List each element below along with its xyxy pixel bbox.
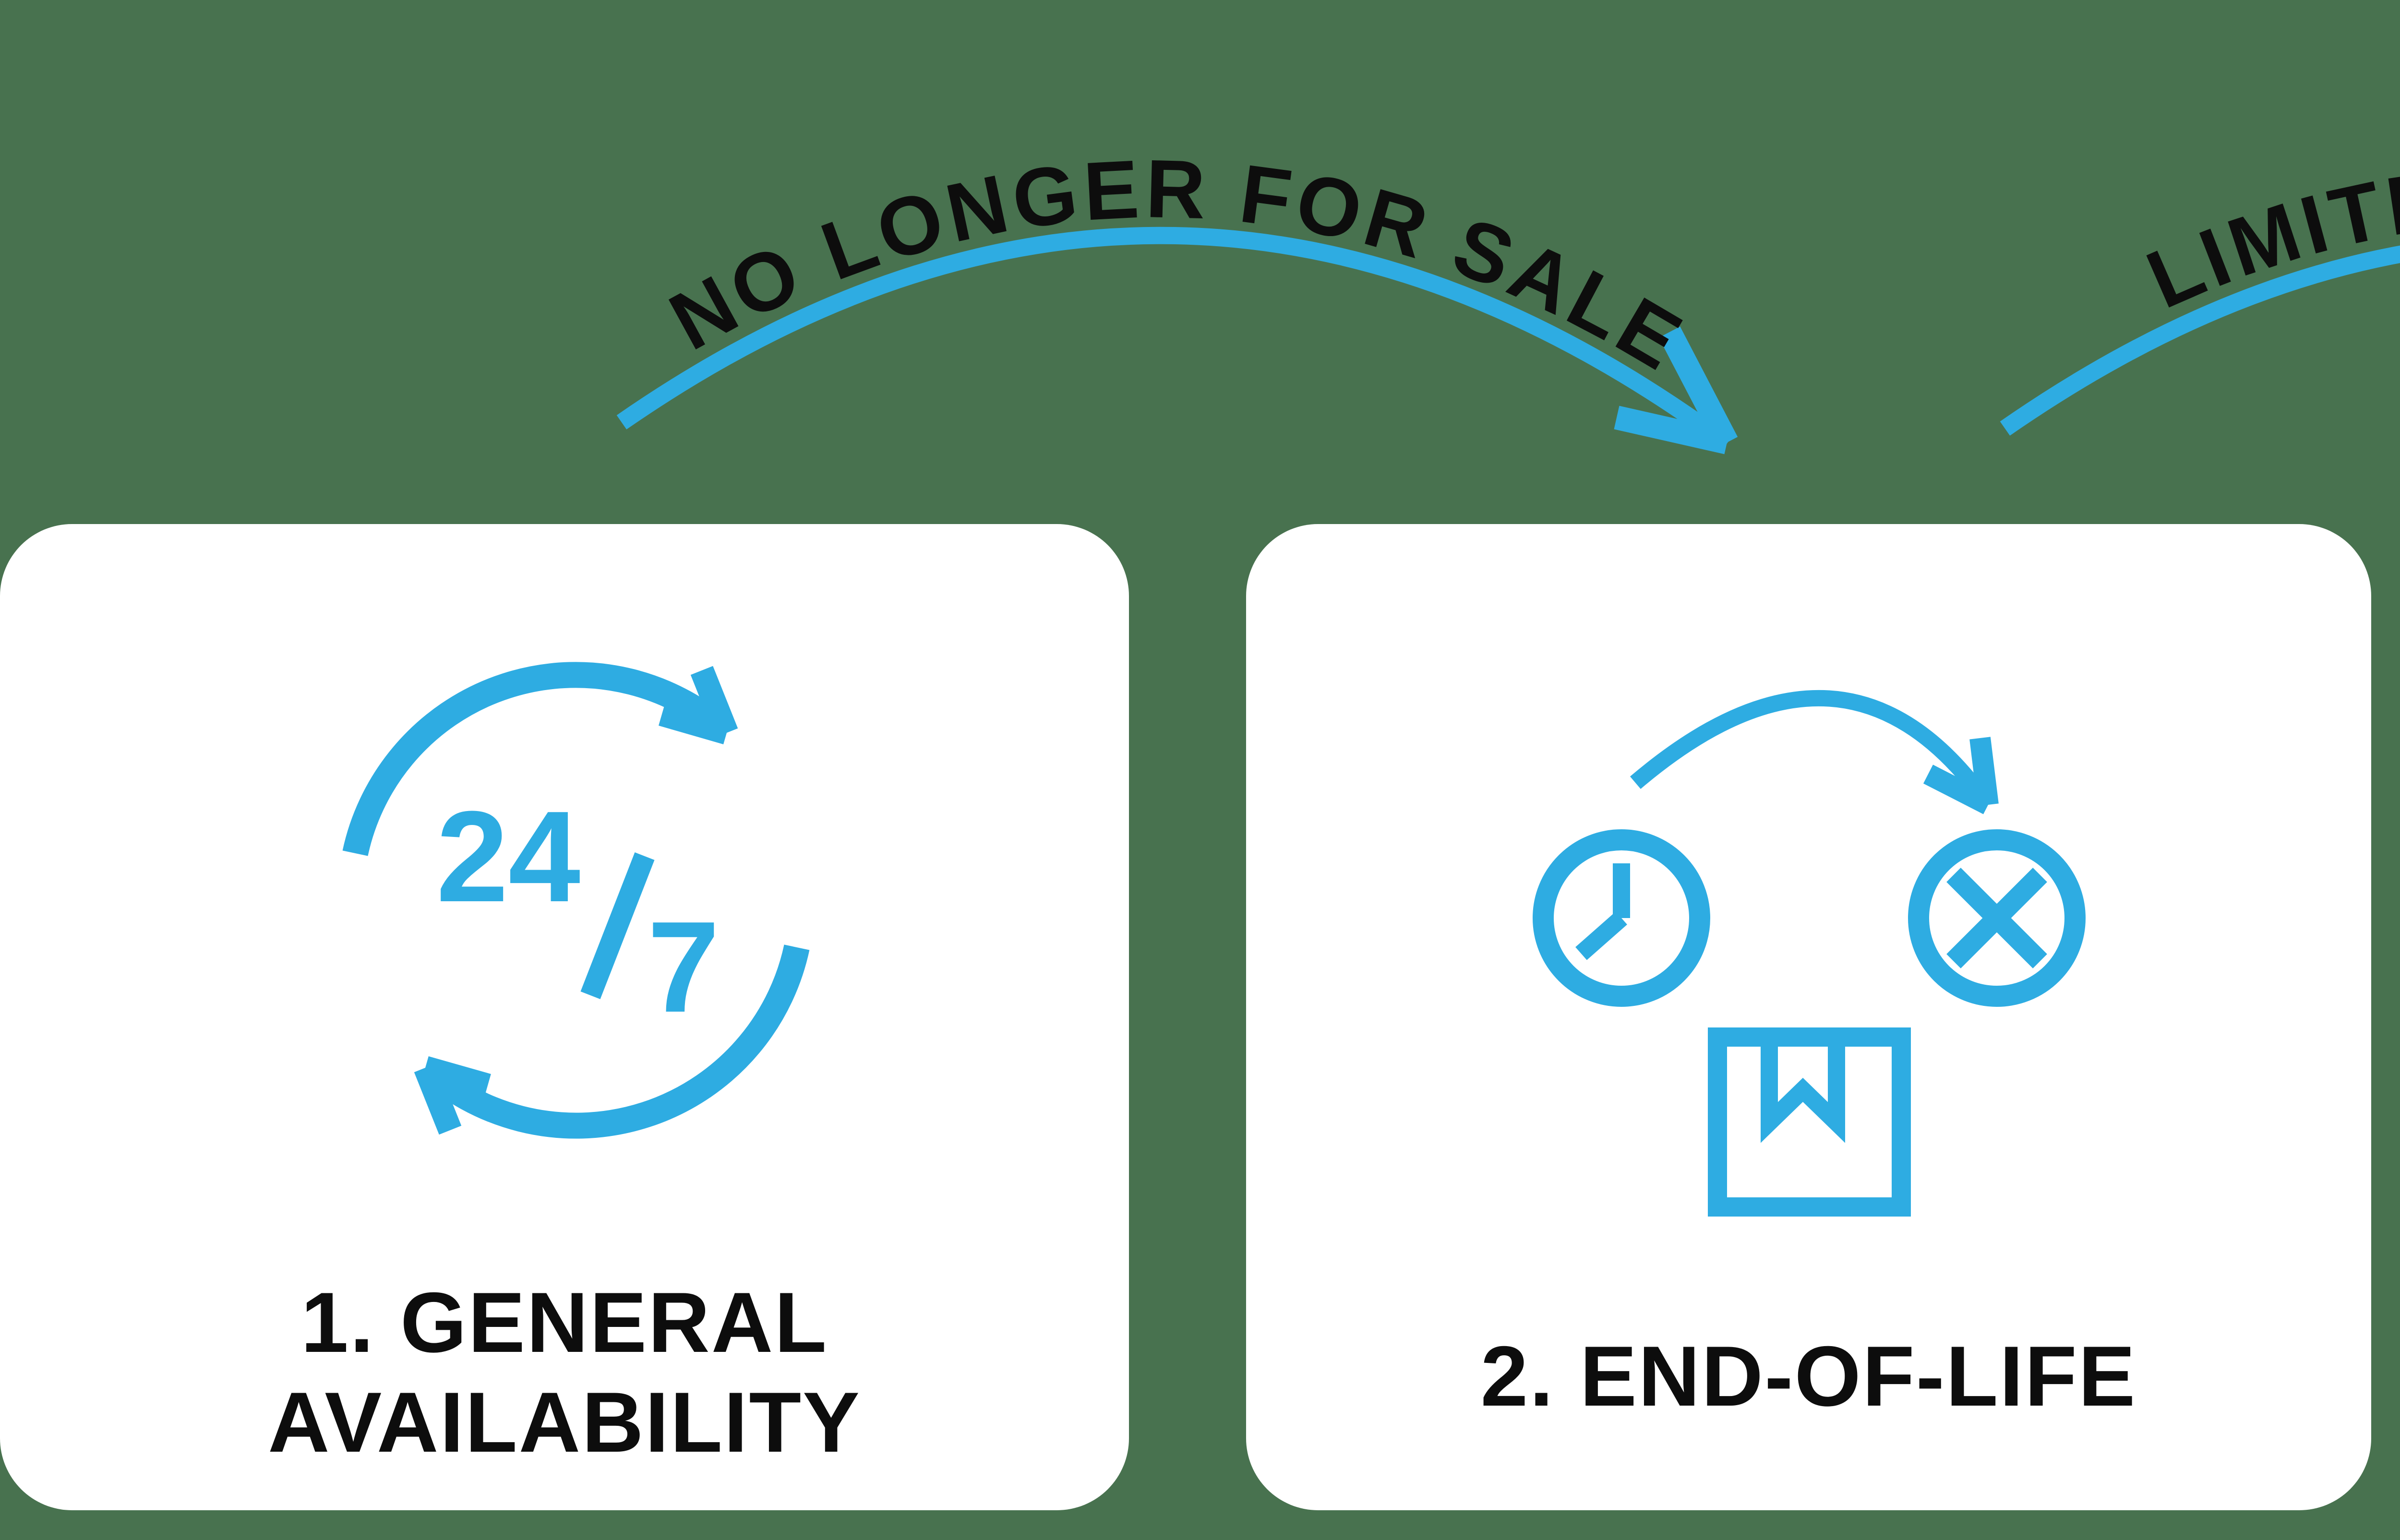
icon-text-7: 7 <box>648 895 720 1039</box>
no-longer-for-sale-arrow-icon <box>616 227 1738 454</box>
card-end-of-life: 2. END-OF-LIFE <box>1246 524 2371 1510</box>
stage-label-line2: AVAILABILITY <box>268 1374 861 1470</box>
icon-slash <box>580 852 655 999</box>
stage-label-end-of-life: 2. END-OF-LIFE <box>1480 1328 2137 1424</box>
limited-support-arrow-icon <box>2000 245 2400 436</box>
24-7-availability-cycle-icon: 24 7 <box>342 662 810 1139</box>
product-box-icon <box>1708 1027 1911 1217</box>
stage-label-general-availability: 1. GENERAL AVAILABILITY <box>0 1273 1129 1472</box>
end-of-life-icon <box>1533 690 2086 1217</box>
cancelled-circle-x-icon <box>1908 829 2086 1007</box>
icon-text-24: 24 <box>436 785 581 929</box>
transition-label-2: LIMITED SUPPORT <box>2134 147 2400 345</box>
card-general-availability: 24 7 1. GENERAL AVAILABILITY <box>0 524 1129 1510</box>
transition-label-1: NO LONGER FOR SALE <box>655 143 1700 389</box>
stage-label-line1: 1. GENERAL <box>300 1275 828 1370</box>
clock-icon <box>1533 829 1710 1007</box>
arc-arrow-icon <box>1630 690 1999 814</box>
